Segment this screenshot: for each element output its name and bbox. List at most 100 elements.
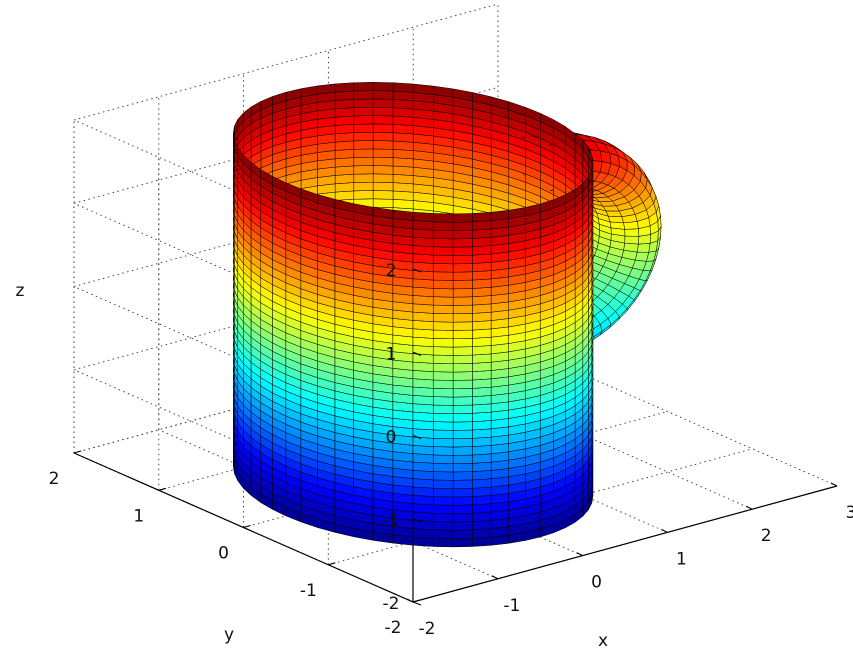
surface-cell: [452, 371, 473, 381]
surface-cell: [472, 395, 492, 406]
surface-cell: [412, 378, 434, 389]
surface-cell: [353, 131, 374, 142]
x-tick-mark: [745, 505, 753, 510]
surface-cell: [432, 279, 454, 290]
surface-cell: [412, 303, 434, 314]
surface-cell: [412, 220, 434, 231]
surface-cell: [472, 228, 492, 239]
surface-cell: [432, 238, 454, 248]
surface-cell: [472, 428, 492, 439]
surface-cell: [412, 478, 434, 489]
surface-cell: [432, 346, 454, 356]
surface-cell: [372, 173, 394, 183]
surface-cell: [472, 520, 492, 531]
surface-cell: [353, 190, 374, 200]
surface-cell: [334, 173, 355, 185]
surface-cell: [412, 395, 434, 406]
surface-cell: [472, 353, 492, 364]
x-tick-mark: [406, 598, 414, 603]
surface-cell: [452, 263, 473, 273]
surface-cell: [372, 82, 394, 92]
surface-cell: [412, 519, 434, 531]
surface-cell: [452, 421, 473, 431]
z-tick-mark: [412, 518, 422, 523]
surface-cell: [334, 124, 355, 135]
grid-line-z-wall-y: [73, 3, 499, 121]
y-tick-mark: [412, 599, 421, 603]
surface-cell: [432, 354, 454, 365]
surface-cell: [392, 182, 414, 193]
surface-cell: [412, 453, 434, 464]
surface-cell: [372, 115, 394, 125]
surface-cell: [353, 98, 374, 108]
surface-cell: [432, 254, 454, 265]
surface-cell: [472, 453, 492, 464]
surface-cell: [472, 503, 492, 514]
surface-cell: [624, 235, 640, 245]
y-tick-label: 0: [218, 544, 229, 564]
surface-cell: [432, 512, 454, 523]
surface-cell: [472, 378, 492, 389]
surface-cell: [353, 82, 374, 92]
surface-cell: [372, 90, 394, 100]
surface-cell: [490, 210, 509, 221]
surface-cell: [452, 512, 473, 523]
surface-cell: [392, 115, 414, 126]
surface-cell: [392, 124, 414, 135]
surface-cell: [372, 190, 394, 200]
surface-cell: [432, 321, 454, 331]
surface-cell: [472, 328, 492, 339]
surface-cell: [472, 528, 492, 539]
surface-cell: [412, 328, 434, 339]
surface-cell: [432, 313, 454, 323]
surface-cell: [452, 271, 473, 281]
surface-cell: [432, 379, 454, 390]
surface-cell: [472, 270, 492, 281]
surface-cell: [432, 396, 454, 406]
surface-cell: [452, 471, 473, 481]
surface-cell: [452, 479, 473, 489]
surface-cell: [412, 411, 434, 422]
x-tick-label: -1: [503, 596, 520, 616]
surface-cell: [472, 370, 492, 381]
surface-cell: [472, 336, 492, 347]
surface-cell: [392, 90, 414, 101]
surface-cell: [432, 213, 454, 223]
surface-cell: [372, 106, 394, 117]
surface-cell: [353, 140, 374, 150]
surface-cell: [334, 157, 355, 168]
surface-cell: [372, 148, 394, 158]
surface-cell: [452, 529, 473, 539]
surface-cell: [372, 131, 394, 142]
surface-cell: [452, 288, 473, 298]
surface-cell: [353, 90, 374, 100]
x-tick-label: 3: [846, 503, 853, 523]
surface-cell: [353, 173, 374, 183]
x-tick-mark: [661, 528, 668, 533]
surface-cell: [472, 345, 492, 356]
surface-cell: [353, 115, 374, 125]
surface-cell: [472, 253, 492, 264]
surface-cell: [452, 488, 473, 498]
x-tick-mark: [491, 575, 499, 580]
surface-cell: [353, 106, 374, 117]
surface-cell: [472, 212, 492, 223]
surface-cell: [452, 304, 473, 315]
surface-cell: [392, 157, 414, 168]
surface-cell: [392, 140, 414, 151]
surface-cell: [412, 320, 434, 331]
surface-cell: [372, 140, 394, 150]
surface-cell: [452, 229, 473, 240]
surface-cell: [623, 242, 639, 253]
surface-cell: [472, 495, 492, 506]
mug-surface: [233, 82, 662, 548]
surface-cell: [432, 329, 454, 340]
z-tick-label: -2: [383, 594, 400, 614]
surface-cell: [412, 295, 434, 306]
z-tick-label: 1: [386, 344, 397, 364]
surface-cell: [472, 361, 492, 372]
surface-cell: [412, 286, 434, 297]
surface-cell: [412, 436, 434, 447]
surface-cell: [334, 82, 355, 93]
